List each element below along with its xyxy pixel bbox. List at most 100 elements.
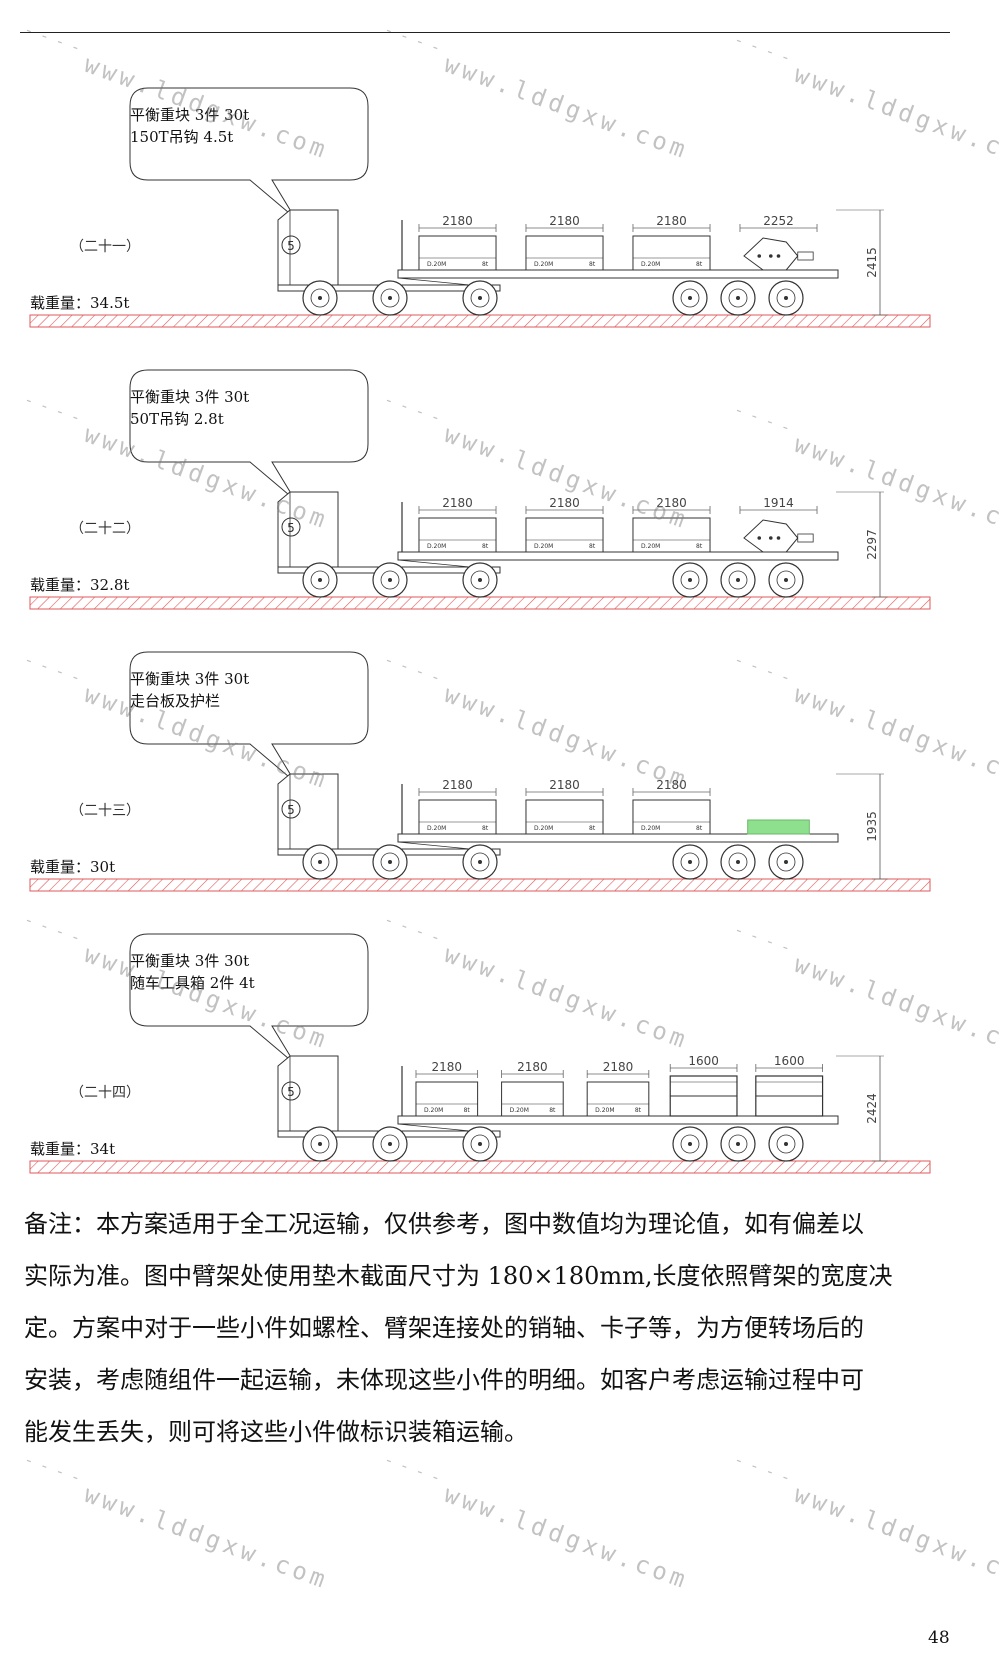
cab-badge — [281, 1081, 301, 1101]
ground-strip — [29, 1160, 931, 1174]
page-number: 48 — [928, 1628, 950, 1648]
cargo-dimension: 2180 — [442, 778, 473, 792]
cargo-dimension: 2180 — [442, 496, 473, 510]
cargo-mark: D.20M — [427, 543, 446, 550]
cargo-dimension: 2180 — [442, 214, 473, 228]
bubble-line: 随车工具箱 2件 4t — [130, 974, 255, 992]
cargo-mark: D.20M — [534, 261, 553, 268]
watermark-dash: - - - - — [23, 20, 85, 58]
cargo-mark: D.20M — [595, 1107, 614, 1114]
speech-bubble — [129, 369, 369, 501]
cargo-platform — [747, 819, 810, 835]
bubble-line: 平衡重块 3件 30t — [130, 388, 250, 406]
height-dimension: 2424 — [865, 1093, 879, 1124]
bubble-line: 平衡重块 3件 30t — [130, 952, 250, 970]
truck-cab — [277, 209, 339, 286]
ground-strip — [29, 596, 931, 610]
watermark-text: www.lddgxw.com — [790, 1480, 1000, 1595]
trailer-deck — [397, 1115, 839, 1125]
cargo-block: D.20M 8t 2180 — [525, 214, 604, 271]
watermark-text: www.lddgxw.com — [440, 1480, 693, 1595]
section-label: （二十二） — [70, 521, 140, 537]
trailer-deck — [397, 551, 839, 561]
cargo-mark: D.20M — [534, 543, 553, 550]
section-label: （二十三） — [70, 803, 140, 819]
load-weight: 载重量：34t — [30, 1140, 116, 1158]
cargo-block: D.20M 8t 2180 — [418, 496, 497, 553]
ground-strip — [29, 878, 931, 892]
watermark-text: www.lddgxw.com — [80, 1480, 333, 1595]
cargo-dimension: 2180 — [517, 1060, 548, 1074]
load-weight: 载重量：34.5t — [30, 294, 130, 312]
cargo-mark: D.20M — [641, 543, 660, 550]
load-weight: 载重量：30t — [30, 858, 116, 876]
cargo-mark: 8t — [549, 1107, 556, 1114]
cargo-hook: 1914 — [739, 496, 818, 553]
note-line: 定。方案中对于一些小件如螺栓、臂架连接处的销轴、卡子等，为方便转场后的 — [24, 1314, 864, 1342]
cargo-mark: 8t — [482, 825, 489, 832]
cargo-mark: D.20M — [641, 825, 660, 832]
note-line: 能发生丢失，则可将这些小件做标识装箱运输。 — [24, 1418, 528, 1446]
note-line: 实际为准。图中臂架处使用垫木截面尺寸为 180×180mm,长度依照臂架的宽度决 — [24, 1262, 893, 1290]
cargo-mark: 8t — [696, 543, 703, 550]
cab-number: 5 — [287, 521, 295, 535]
height-dimension: 2297 — [865, 529, 879, 560]
speech-bubble — [129, 933, 369, 1065]
bubble-line: 平衡重块 3件 30t — [130, 106, 250, 124]
cargo-dimension: 2180 — [432, 1060, 463, 1074]
truck-cab — [277, 1055, 339, 1132]
cargo-mark: D.20M — [534, 825, 553, 832]
cargo-toolbox: 1600 — [669, 1054, 738, 1117]
bubble-line: 走台板及护栏 — [130, 692, 221, 710]
cargo-mark: 8t — [482, 543, 489, 550]
cargo-mark: D.20M — [510, 1107, 529, 1114]
notes: 备注：本方案适用于全工况运输，仅供参考，图中数值均为理论值，如有偏差以 实际为准… — [24, 1198, 954, 1458]
bubble-line: 50T吊钩 2.8t — [130, 410, 224, 428]
ground-strip — [29, 314, 931, 328]
trailer-deck — [397, 269, 839, 279]
section-label: （二十四） — [70, 1085, 140, 1101]
cargo-dimension: 2180 — [603, 1060, 634, 1074]
cargo-mark: 8t — [696, 825, 703, 832]
watermark-dash: - - - - — [383, 20, 445, 58]
speech-bubble — [129, 651, 369, 783]
cargo-mark: 8t — [589, 261, 596, 268]
cargo-hook: 2252 — [739, 214, 818, 271]
bubble-line: 150T吊钩 4.5t — [130, 128, 234, 146]
cargo-dimension: 2180 — [656, 214, 687, 228]
truck-cab — [277, 491, 339, 568]
cargo-dimension: 2180 — [549, 778, 580, 792]
cargo-block: D.20M 8t 2180 — [415, 1060, 479, 1117]
bubble-line: 平衡重块 3件 30t — [130, 670, 250, 688]
cargo-dimension: 2180 — [549, 496, 580, 510]
cargo-dimension: 1914 — [763, 496, 794, 510]
top-rule — [20, 32, 950, 33]
speech-bubble — [129, 87, 369, 219]
cargo-mark: 8t — [635, 1107, 642, 1114]
cargo-mark: 8t — [464, 1107, 471, 1114]
cab-badge — [281, 799, 301, 819]
cargo-block: D.20M 8t 2180 — [586, 1060, 650, 1117]
cargo-block: D.20M 8t 2180 — [501, 1060, 564, 1117]
cargo-mark: 8t — [696, 261, 703, 268]
watermark-dash: - - - - — [733, 30, 795, 68]
cab-number: 5 — [287, 1085, 295, 1099]
cargo-mark: D.20M — [427, 261, 446, 268]
cargo-mark: D.20M — [424, 1107, 443, 1114]
cab-number: 5 — [287, 239, 295, 253]
cargo-dimension: 2180 — [549, 214, 580, 228]
cargo-dimension: 1600 — [688, 1054, 719, 1068]
